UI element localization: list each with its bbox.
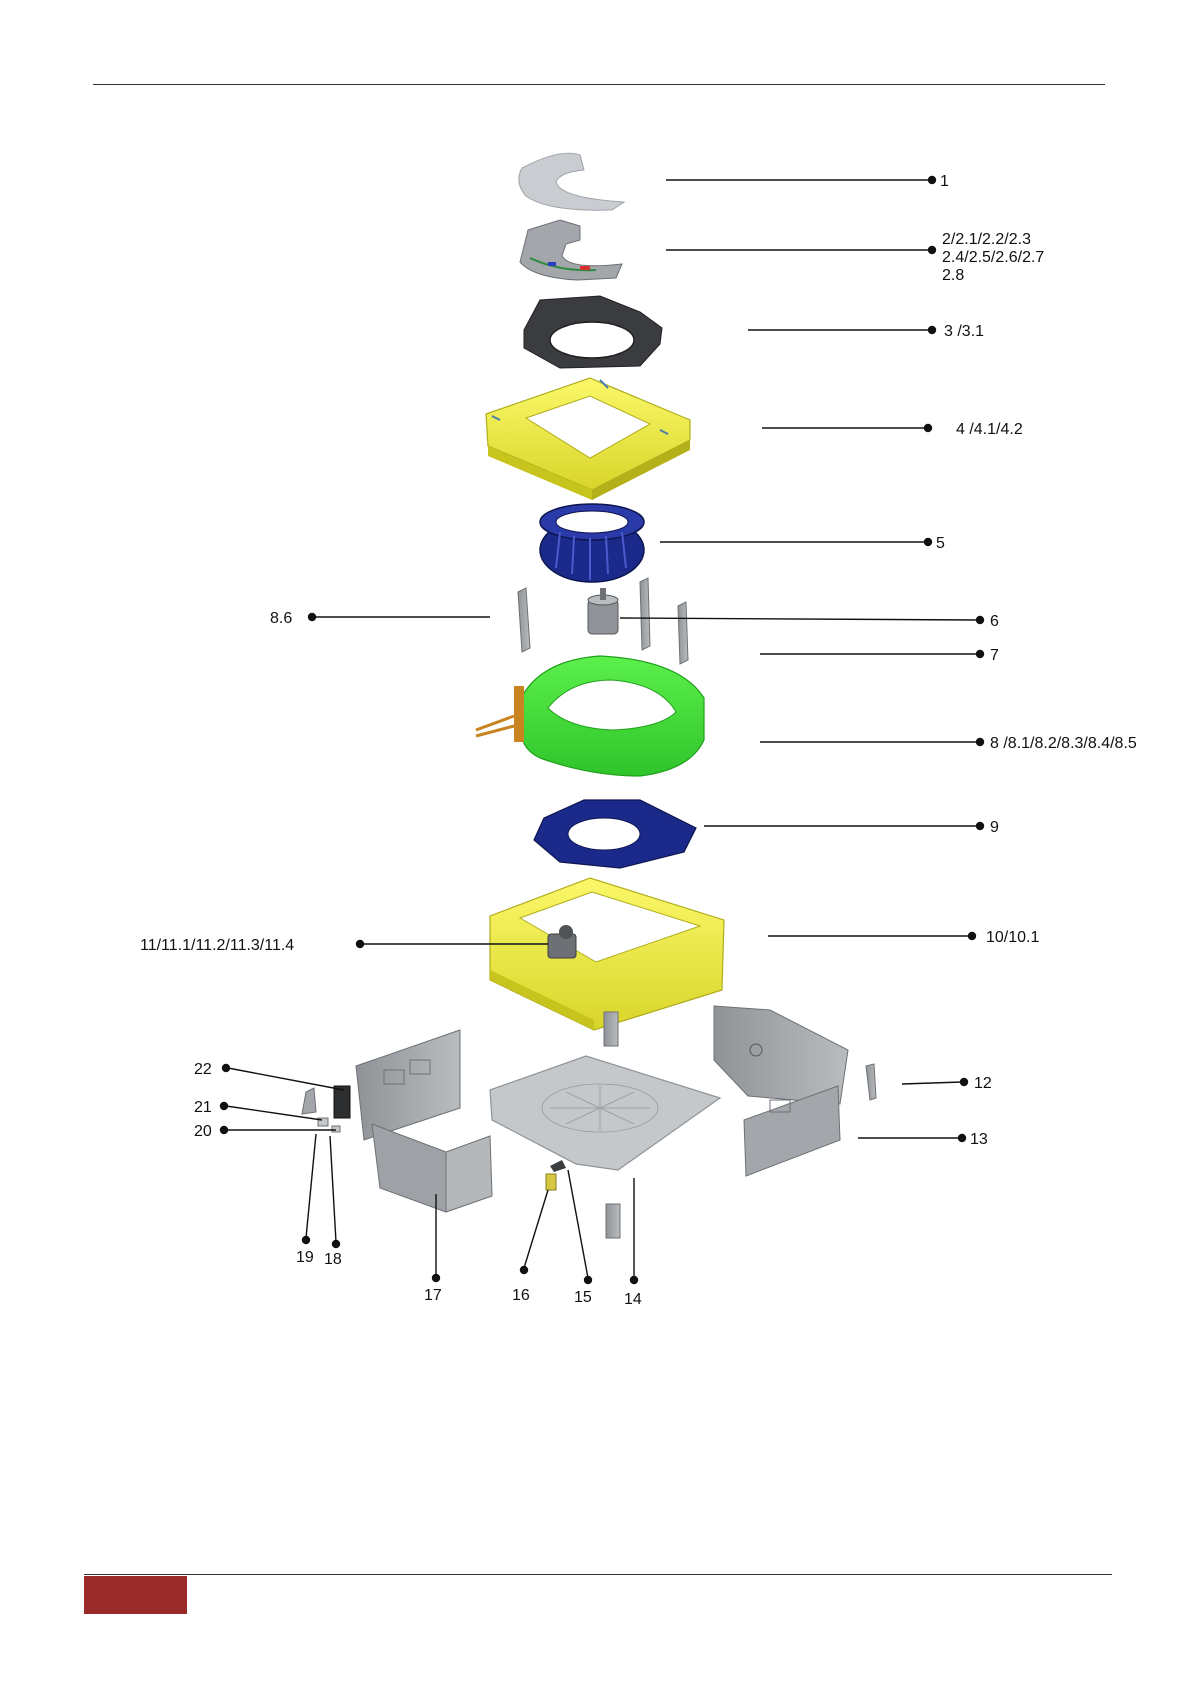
- callout-2-line-3: 2.8: [942, 267, 964, 284]
- callout-14: 14: [624, 1291, 642, 1308]
- part-base-plate: [490, 1056, 720, 1170]
- callout-9: 9: [990, 819, 999, 836]
- part-electrical-box: [520, 220, 622, 280]
- callout-13: 13: [970, 1131, 988, 1148]
- callout-1: 1: [940, 173, 949, 190]
- part-cover-arc: [519, 153, 624, 210]
- callout-7: 7: [990, 647, 999, 664]
- part-base-frame: [490, 878, 724, 1030]
- callout-17: 17: [424, 1287, 442, 1304]
- callout-11: 11/11.1/11.2/11.3/11.4: [140, 937, 294, 954]
- part-coil: [476, 656, 704, 776]
- callout-16: 16: [512, 1287, 530, 1304]
- part-right-panels: [714, 1006, 848, 1176]
- part-base-bracket: [604, 1012, 618, 1046]
- callout-8-6: 8.6: [270, 610, 292, 627]
- part-hanger-bracket-12: [866, 1064, 876, 1100]
- callout-8: 8 /8.1/8.2/8.3/8.4/8.5: [990, 735, 1137, 752]
- callout-22: 22: [194, 1061, 212, 1078]
- callout-3: 3 /3.1: [944, 323, 984, 340]
- part-motor: [588, 588, 618, 634]
- callout-4: 4 /4.1/4.2: [956, 421, 1023, 438]
- callout-20: 20: [194, 1123, 212, 1140]
- callout-6: 6: [990, 613, 999, 630]
- part-bracket-86: [518, 588, 530, 652]
- callout-2-line-1: 2/2.1/2.2/2.3: [942, 231, 1031, 248]
- callout-15: 15: [574, 1289, 592, 1306]
- part-left-panels: [356, 1030, 492, 1212]
- footer-color-tab: [84, 1576, 187, 1614]
- part-top-frame: [486, 378, 690, 500]
- callout-5: 5: [936, 535, 945, 552]
- callout-21: 21: [194, 1099, 212, 1116]
- part-shroud: [524, 296, 662, 368]
- part-blower-wheel: [540, 504, 644, 582]
- callout-12: 12: [974, 1075, 992, 1092]
- callout-10: 10/10.1: [986, 929, 1039, 946]
- part-motor-brackets: [640, 578, 688, 664]
- callout-18: 18: [324, 1251, 342, 1268]
- footer-rule: [84, 1574, 1112, 1575]
- callout-2-line-2: 2.4/2.5/2.6/2.7: [942, 249, 1044, 266]
- callout-19: 19: [296, 1249, 314, 1266]
- part-drain-plate: [534, 800, 696, 868]
